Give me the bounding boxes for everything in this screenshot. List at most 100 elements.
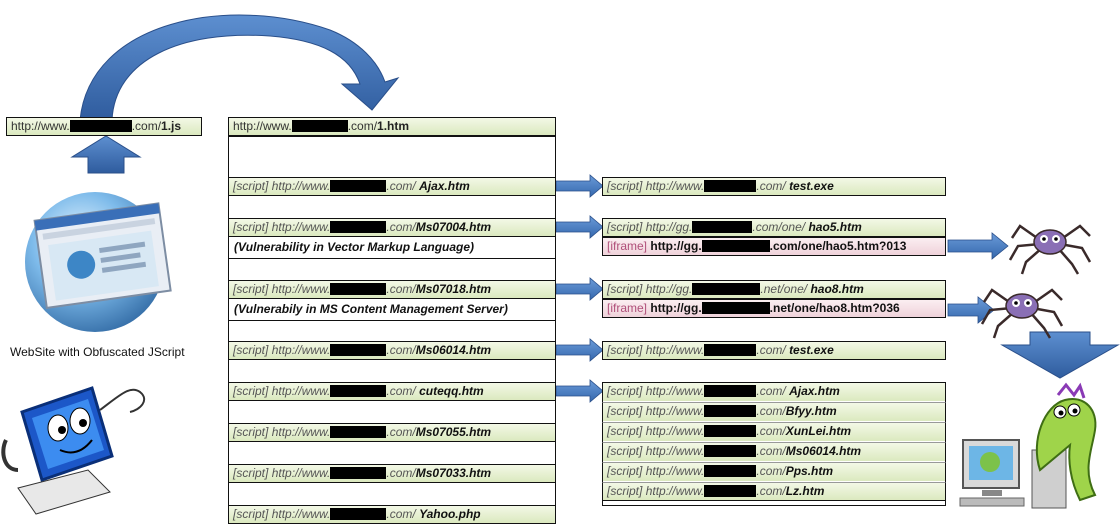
website-caption: WebSite with Obfuscated JScript [10,345,185,359]
row-file: Ms06014.htm [785,444,862,458]
right-script-row: [script] http://www. .com/ test.exe [602,177,946,196]
row-file: Ms07055.htm [415,425,492,439]
row-tag: [script] [607,424,643,438]
row-prefix: http://gg. [650,239,702,253]
row-tag: [script] [233,507,269,521]
row-suffix: .com/ [386,507,416,521]
right-script-row: [script] http://www..com/XunLei.htm [602,422,946,441]
row-prefix: http://www. [271,425,331,439]
row-suffix: .com/ [756,464,786,478]
row-suffix: .com/one/hao5.htm?013 [769,239,907,253]
row-file: Pps.htm [785,464,834,478]
row-tag: [script] [233,179,269,193]
vulnerability-note: (Vulnerabily in MS Content Management Se… [228,299,556,321]
up-arrow-icon [70,135,142,174]
row-tag: [script] [607,444,643,458]
left-script-row: [script] http://www..com/ cuteqq.htm [228,382,556,401]
left-script-row: [script] http://www..com/ Yahoo.php [228,505,556,524]
row-suffix: .com/one/ [752,220,806,234]
url-prefix: http://www. [233,119,292,133]
left-script-row: [script] http://www..com/Ms06014.htm [228,341,556,360]
row-tag: [script] [233,282,269,296]
redaction-bar [704,405,757,417]
row-file: Ms07004.htm [415,220,492,234]
spider-icon [1008,224,1092,275]
left-script-row: [script] http://www..com/Ms07004.htm [228,218,556,237]
row-prefix: http://www. [271,507,331,521]
row-suffix: .com/ [756,424,786,438]
horizontal-arrows [555,174,1009,403]
row-prefix: http://www. [645,384,705,398]
row-suffix: .com/ [756,343,786,357]
row-file: test.exe [789,179,834,193]
left-script-row: [script] http://www..com/Ms07033.htm [228,464,556,483]
row-file: Bfyy.htm [785,404,837,418]
vulnerability-note: (Vulnerability in Vector Markup Language… [228,237,556,259]
row-suffix: .com/ [756,179,786,193]
url-suffix: .com/ [131,119,162,133]
url-file: 1.js [161,119,182,133]
redaction-bar [330,467,387,479]
browser-globe-icon [25,192,172,332]
row-file: Ajax.htm [789,384,840,398]
left-column-frame [228,136,556,521]
redaction-bar [330,283,387,295]
row-prefix: http://www. [645,179,705,193]
redaction-bar [704,485,757,497]
row-tag: [script] [233,466,269,480]
row-tag: [script] [607,179,643,193]
row-prefix: http://www. [271,384,331,398]
computer-mascot-icon [1,386,146,515]
redaction-bar [701,302,770,314]
right-script-row: [script] http://gg..net/one/ hao8.htm [602,280,946,299]
row-file: hao8.htm [810,282,864,296]
right-script-row: [script] http://www..com/ test.exe [602,341,946,360]
row-tag: [iframe] [607,239,648,253]
row-prefix: http://www. [645,444,705,458]
redaction-bar [701,240,770,252]
row-suffix: .net/one/hao8.htm?036 [769,301,900,315]
row-prefix: http://www. [271,220,331,234]
row-suffix: .net/one/ [760,282,808,296]
infected-pc-worm-icon [959,382,1097,509]
row-prefix: http://www. [645,424,705,438]
row-prefix: http://www. [645,464,705,478]
redaction-bar [704,465,757,477]
row-suffix: .com/ [386,466,416,480]
row-tag: [script] [233,425,269,439]
row-prefix: http://www. [271,282,331,296]
row-tag: [iframe] [607,301,648,315]
row-prefix: http://www. [645,404,705,418]
right-script-row: [script] http://gg..com/one/ hao5.htm [602,218,946,237]
right-script-row: [script] http://www..com/Pps.htm [602,462,946,481]
spider-icon [980,288,1064,339]
row-suffix: .com/ [386,220,416,234]
redaction-bar [704,385,757,397]
row-prefix: http://gg. [650,301,702,315]
redaction-bar [330,180,387,192]
row-file: Ajax.htm [419,179,470,193]
left-script-row: [script] http://www..com/ Ajax.htm [228,177,556,196]
right-script-row: [script] http://www..com/ Ajax.htm [602,382,946,401]
redaction-bar [330,385,387,397]
row-file: cuteqq.htm [419,384,484,398]
row-prefix: http://www. [645,484,705,498]
row-file: Ms06014.htm [415,343,492,357]
redaction-bar [692,283,761,295]
row-tag: [script] [607,384,643,398]
right-script-row: [script] http://www..com/Lz.htm [602,482,946,501]
row-tag: [script] [233,343,269,357]
right-script-row: [script] http://www..com/Bfyy.htm [602,402,946,421]
row-prefix: http://www. [645,343,705,357]
row-suffix: .com/ [386,343,416,357]
row-tag: [script] [607,282,643,296]
row-file: test.exe [789,343,834,357]
row-tag: [script] [607,404,643,418]
curved-arrow-icon [79,14,400,121]
url-suffix: .com/ [347,119,378,133]
right-iframe-row: [iframe] http://gg. .net/one/hao8.htm?036 [602,299,946,318]
right-iframe-row: [iframe] http://gg. .com/one/hao5.htm?013 [602,237,946,256]
redaction-bar [330,508,387,520]
